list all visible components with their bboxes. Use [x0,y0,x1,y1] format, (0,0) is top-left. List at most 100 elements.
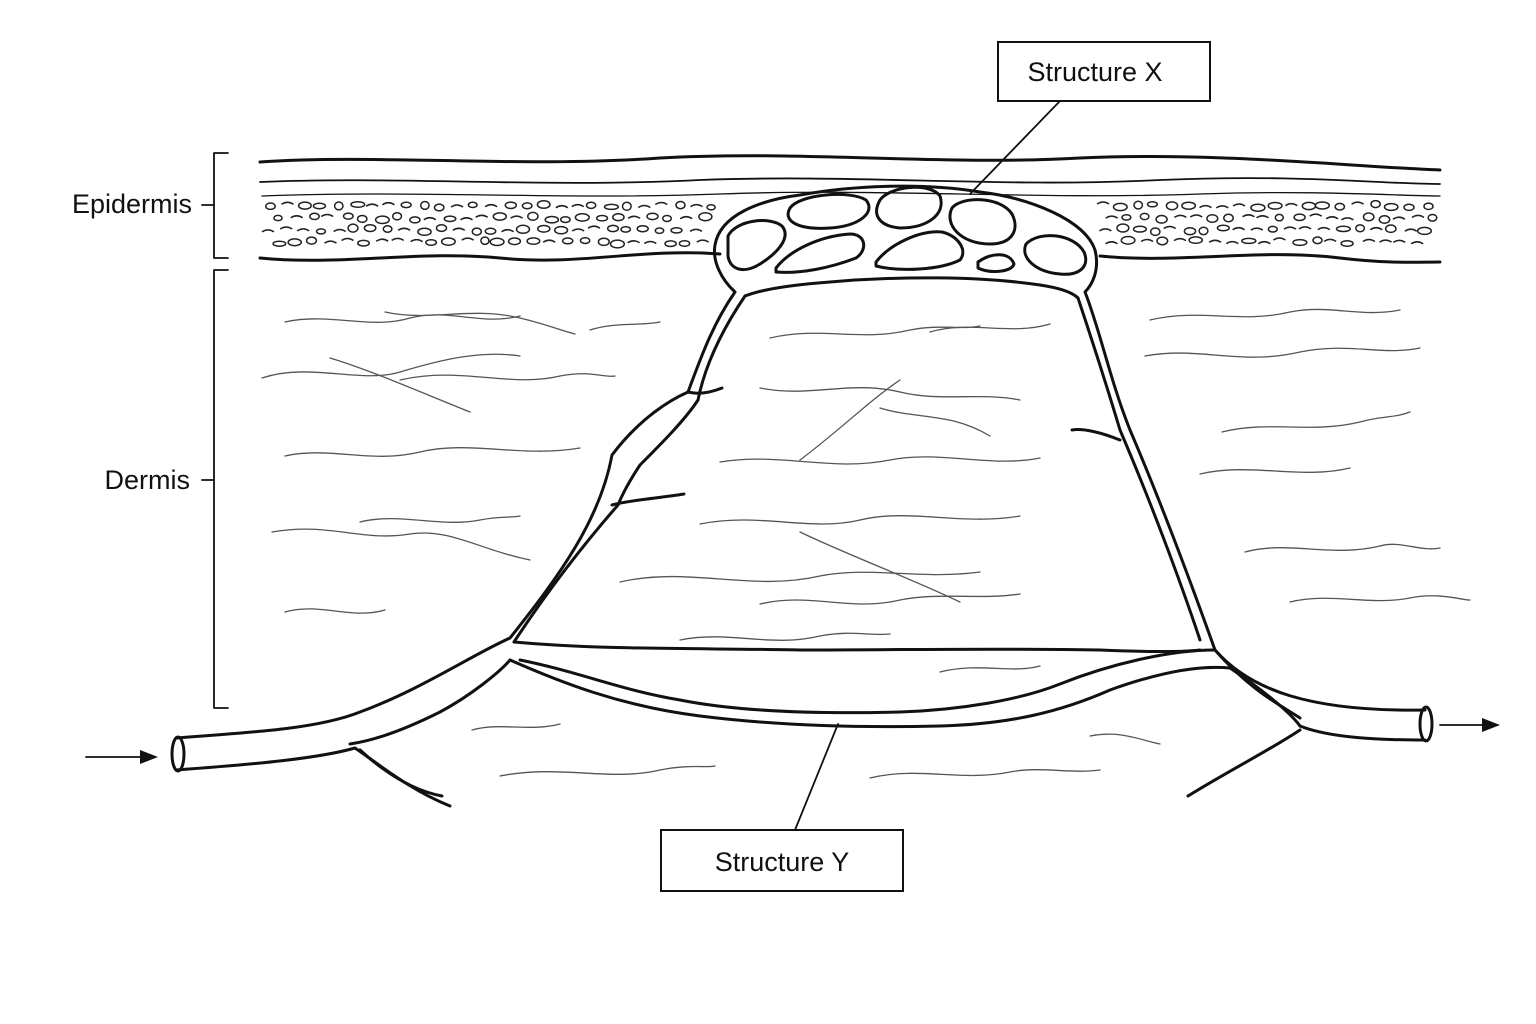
epidermal-cell [1383,202,1399,212]
epidermal-squiggle [1232,226,1246,231]
epidermal-cell [297,201,312,210]
structure-y-callout: Structure Y [660,723,904,892]
epidermal-squiggle [1379,239,1392,243]
epidermal-cell [504,201,518,210]
epidermal-cell [527,211,539,221]
epidermal-squiggle [1173,237,1187,242]
epidermal-cell [536,199,551,210]
epidermal-cell [1250,203,1266,212]
epidermal-cell [544,215,560,224]
epidermal-squiggle [1096,201,1110,205]
epidermal-cell [1133,200,1144,210]
epidermal-squiggle [296,228,310,232]
epidermal-cell [417,227,432,237]
epidermal-cell [471,227,483,236]
epidermal-cell [1198,226,1209,236]
epidermal-cell [309,212,320,221]
epidermal-cell [342,212,354,220]
structure-x-label: Structure X [1027,57,1162,87]
epidermal-squiggle [587,225,601,229]
inflow-arrow-icon [85,750,158,764]
epidermal-squiggle [381,201,395,206]
epidermis-label: Epidermis [72,189,192,219]
epidermal-cell [1112,202,1128,212]
epidermal-cell [553,225,569,235]
epidermal-squiggle [1215,205,1229,209]
epidermal-cell [678,239,691,248]
epidermal-cell [1403,203,1415,212]
epidermal-cell [1181,201,1197,210]
epidermal-cell [1423,202,1434,211]
epidermal-squiggle [450,204,464,208]
epidermal-squiggle [501,228,515,233]
epidermal-cell [612,213,625,222]
epidermal-cell [1206,213,1219,224]
epidermal-cell [609,239,626,249]
epidermal-cell [1241,237,1257,245]
epidermal-cell [333,201,344,211]
epidermal-cell [595,214,609,222]
epidermal-cell [347,223,359,233]
epidermal-cell [1355,224,1366,233]
dermis-label: Dermis [105,465,191,495]
epidermal-cell [621,201,632,212]
epidermal-squiggle [1105,241,1118,245]
epidermal-squiggle [333,228,347,233]
epidermal-cell [675,200,686,210]
epidermal-squiggle [690,203,703,208]
epidermal-cell [1293,213,1306,222]
epidermal-squiggle [1242,214,1255,218]
epidermal-cell [1427,213,1438,222]
dermis-fibers [261,308,1471,779]
epidermal-cell [350,200,366,209]
epidermal-squiggle [460,217,473,221]
epidermal-cell [585,201,597,210]
epidermal-squiggle [1283,226,1297,230]
epidermal-cell [492,212,508,221]
epidermal-squiggle [1232,203,1246,207]
layer-brackets [201,152,229,709]
epidermal-cell [315,228,327,235]
epidermal-cell [521,202,533,210]
vascular-network [170,184,1434,808]
epidermal-cell [1378,215,1391,224]
epidermal-squiggle [689,228,703,233]
epidermal-cell [312,202,327,210]
epidermal-squiggle [1323,238,1337,243]
epidermal-squiggle [461,237,475,241]
structure-y-label: Structure Y [715,847,850,877]
epidermal-cell [1384,224,1397,234]
epidermal-squiggle [324,240,337,244]
epidermal-cell [425,238,438,247]
epidermal-cell [382,225,393,233]
epidermal-cell [484,227,497,235]
epidermal-squiggle [1369,226,1383,231]
epidermal-squiggle [365,203,379,207]
epidermal-cell [515,224,531,235]
flow-arrows [85,718,1500,764]
epidermal-cell [419,200,430,211]
epidermal-cell [356,214,368,224]
capillary-tuft [726,185,1088,276]
epidermal-squiggle [1098,228,1112,232]
epidermal-squiggle [627,215,641,219]
epidermal-cell [1149,227,1161,237]
epidermal-squiggle [1325,216,1339,220]
epidermal-cell [574,212,590,222]
epidermal-cell [391,211,403,221]
epidermal-squiggle [1404,228,1418,232]
epidermal-squiggle [1351,201,1365,205]
epidermal-squiggle [341,237,354,242]
epidermal-cell [507,237,522,246]
epidermal-cell [265,202,276,211]
epidermal-cell [706,203,716,211]
epidermal-cell [620,225,632,233]
epidermal-cell [1267,225,1278,233]
epidermal-cell [433,203,445,212]
epidermal-squiggle [1199,204,1212,209]
epidermal-squiggle [397,227,411,231]
epidermal-squiggle [410,238,424,243]
epidermal-cell [409,216,421,224]
epidermal-cell [1223,213,1234,223]
